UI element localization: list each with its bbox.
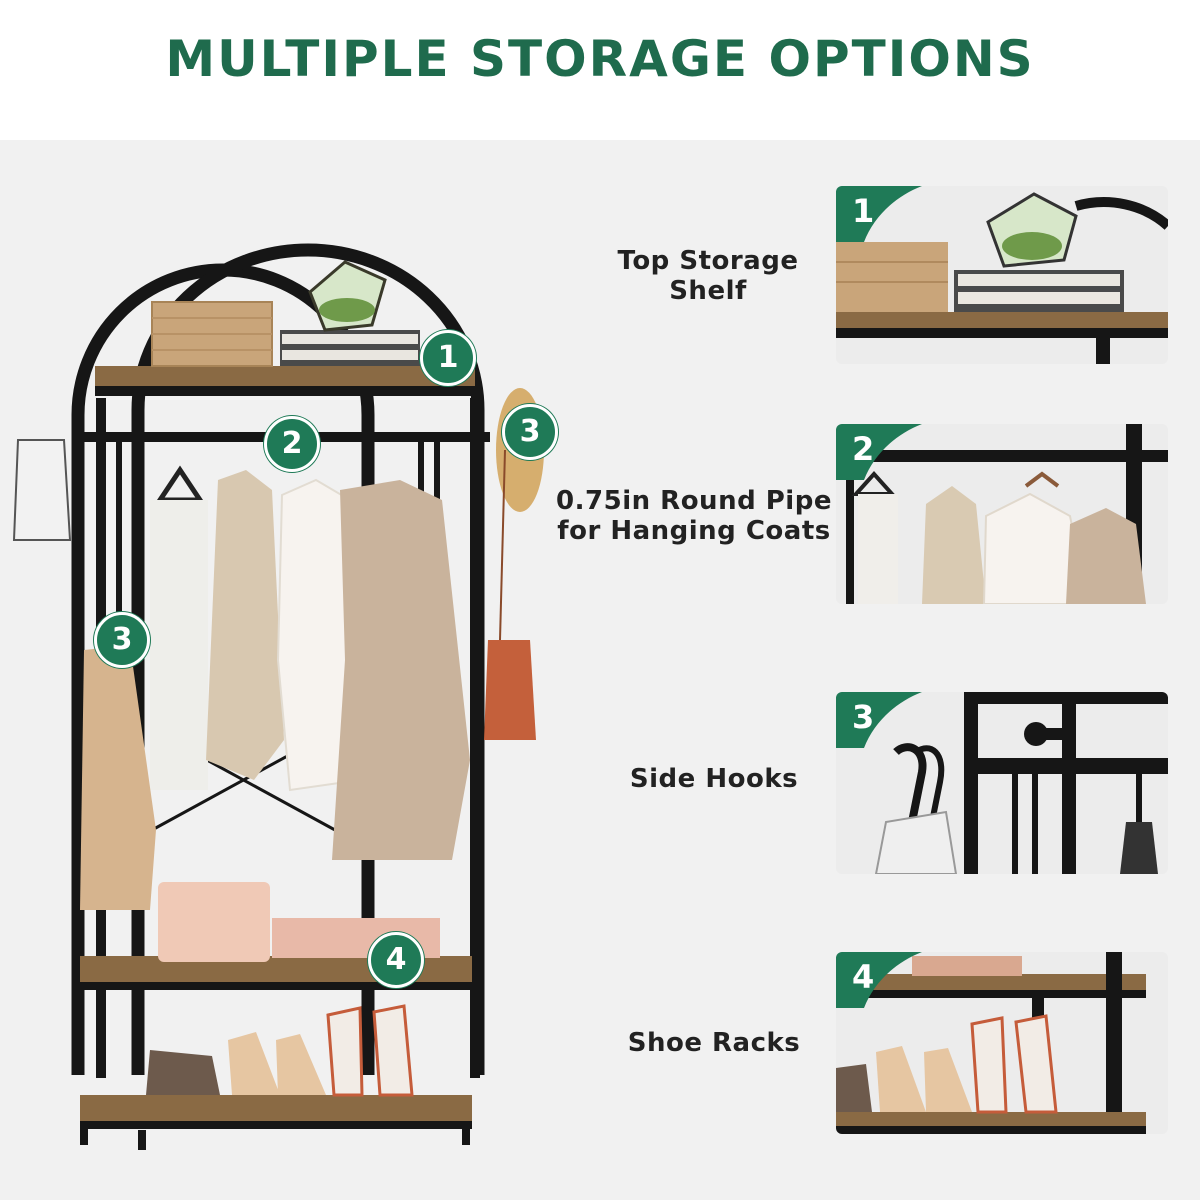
feature-label-shoe-racks: Shoe Racks [627, 1028, 801, 1058]
orange-bag [484, 640, 536, 740]
top-shelf-closeup [836, 192, 1168, 364]
bottom-shelf-board [80, 1095, 472, 1121]
coat-rack-illustration [12, 243, 544, 1150]
top-shelf-board [95, 366, 475, 388]
thumbnail-number-2: 2 [852, 430, 875, 468]
thumbnail-number-4: 4 [852, 958, 875, 996]
pink-purse [158, 882, 270, 962]
thumbnail-side-hooks: 3 [836, 692, 1168, 874]
thumbnail-round-pipe: 2 [836, 424, 1168, 604]
feature-label-round-pipe: 0.75in Round Pipe for Hanging Coats [556, 486, 832, 546]
plaid-jacket [206, 470, 284, 780]
nude-heels [228, 1032, 326, 1095]
white-shirt [150, 500, 208, 790]
corner-tab-3 [836, 692, 922, 748]
side-hooks-closeup [874, 692, 1168, 874]
corner-tab-1 [836, 186, 922, 242]
sandals [146, 1050, 220, 1095]
thumbnail-number-1: 1 [852, 192, 875, 230]
handbag-white [12, 439, 72, 541]
thumbnail-top-shelf: 1 [836, 186, 1168, 364]
badge-shoe-rack: 4 [368, 932, 424, 988]
shoe-racks-closeup [836, 952, 1146, 1134]
badge-side-hook-left: 3 [94, 612, 150, 668]
corner-tab-4 [836, 952, 922, 1008]
white-heels [326, 1004, 414, 1097]
badge-round-pipe: 2 [264, 416, 320, 472]
thumbnail-number-3: 3 [852, 698, 875, 736]
badge-side-hook-right: 3 [502, 404, 558, 460]
hanger-black [155, 465, 205, 503]
beige-coat [332, 480, 470, 860]
title-band [0, 0, 1200, 140]
page-title: MULTIPLE STORAGE OPTIONS [165, 30, 1035, 88]
corner-tab-2 [836, 424, 922, 480]
badge-top-shelf: 1 [420, 330, 476, 386]
feature-label-side-hooks: Side Hooks [629, 764, 799, 794]
feature-label-top-shelf: Top Storage Shelf [617, 246, 799, 306]
scarf [80, 645, 156, 910]
thumbnail-shoe-racks: 4 [836, 952, 1168, 1134]
round-pipe-closeup [836, 424, 1168, 604]
